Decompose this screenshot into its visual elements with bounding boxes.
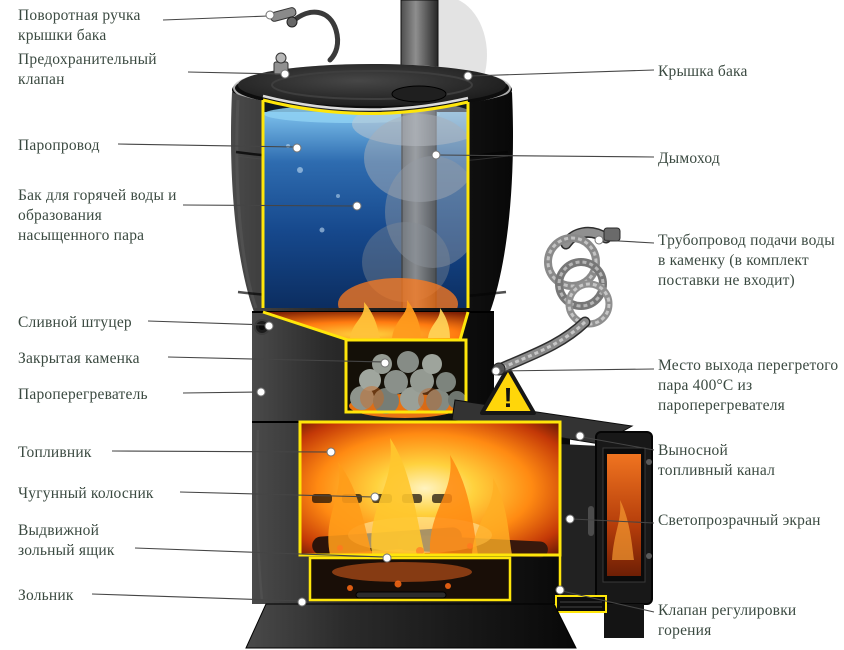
- label-text: Предохранительный клапан: [18, 51, 157, 88]
- label-text: Место выхода перегретого пара 400°С из п…: [658, 357, 839, 414]
- leader-line: [463, 69, 655, 81]
- label-text: Бак для горячей воды и образования насыщ…: [18, 187, 177, 244]
- label-text: Зольник: [18, 587, 74, 604]
- label-lid-rotary-handle: Поворотная ручка крышки бака: [18, 6, 178, 46]
- label-steam-superheater: Пароперегреватель: [18, 385, 198, 405]
- label-text: Клапан регулировки горения: [658, 602, 797, 639]
- lid-rotary-handle: [269, 7, 341, 63]
- label-text: Топливник: [18, 444, 92, 461]
- label-drain-fitting: Сливной штуцер: [18, 313, 168, 333]
- label-text: Выносной топливный канал: [658, 442, 776, 479]
- leader-line: [431, 150, 655, 160]
- label-water-supply-pipe: Трубопровод подачи воды в каменку (в ком…: [658, 231, 836, 290]
- label-closed-stone-chamber: Закрытая каменка: [18, 349, 193, 369]
- leader-line: [182, 201, 362, 211]
- funnel-fire: [262, 300, 470, 342]
- label-text: Дымоход: [658, 150, 720, 167]
- leader-line: [117, 143, 302, 153]
- label-text: Закрытая каменка: [18, 350, 140, 367]
- base-skirt: [245, 603, 577, 649]
- label-superheated-steam-outlet: Место выхода перегретого пара 400°С из п…: [658, 356, 843, 415]
- firebox-cutaway: [298, 420, 562, 558]
- tank-cutaway-water: [263, 100, 468, 308]
- label-external-fuel-channel: Выносной топливный канал: [658, 441, 803, 481]
- water-supply-hose: [492, 226, 621, 376]
- label-safety-valve: Предохранительный клапан: [18, 50, 203, 90]
- label-text: Светопрозрачный экран: [658, 512, 821, 529]
- leader-line: [134, 547, 392, 563]
- label-text: Крышка бака: [658, 63, 748, 80]
- label-text: Паропровод: [18, 137, 100, 154]
- warning-triangle-icon: !: [480, 366, 536, 415]
- label-steam-pipe: Паропровод: [18, 136, 158, 156]
- label-firebox: Топливник: [18, 443, 138, 463]
- label-translucent-screen: Светопрозрачный экран: [658, 511, 823, 531]
- leader-line: [182, 387, 266, 397]
- leader-line: [575, 431, 655, 451]
- warning-exclamation: !: [503, 382, 512, 413]
- label-text: Чугунный колосник: [18, 485, 154, 502]
- leader-line: [91, 593, 307, 607]
- label-chimney: Дымоход: [658, 149, 828, 169]
- leader-line: [147, 320, 274, 331]
- label-cast-iron-grate: Чугунный колосник: [18, 484, 198, 504]
- label-hot-water-tank: Бак для горячей воды и образования насыщ…: [18, 186, 193, 245]
- leader-lines: [91, 10, 655, 613]
- leader-line: [162, 10, 275, 21]
- leader-line: [555, 585, 655, 613]
- label-text: Выдвижной зольный ящик: [18, 522, 115, 559]
- leader-line: [491, 366, 655, 376]
- stone-chamber: [344, 338, 468, 418]
- leader-line: [565, 514, 655, 524]
- label-text: Сливной штуцер: [18, 314, 132, 331]
- stove-door: [588, 431, 653, 638]
- tank-cutaway-edges: [261, 94, 470, 308]
- label-text: Поворотная ручка крышки бака: [18, 7, 141, 44]
- label-tank-lid: Крышка бака: [658, 62, 828, 82]
- tank-lid: [232, 64, 512, 115]
- leader-line: [167, 356, 390, 368]
- ash-drawer: [308, 556, 512, 602]
- combustion-valve-vent: [555, 595, 607, 613]
- leader-line: [111, 447, 336, 457]
- label-text: Пароперегреватель: [18, 386, 148, 403]
- leader-line: [179, 491, 380, 502]
- label-combustion-control-valve: Клапан регулировки горения: [658, 601, 828, 641]
- label-ash-pan: Зольник: [18, 586, 128, 606]
- label-ash-drawer: Выдвижной зольный ящик: [18, 521, 153, 561]
- label-text: Трубопровод подачи воды в каменку (в ком…: [658, 232, 835, 289]
- leader-line: [594, 235, 655, 245]
- leader-line: [187, 69, 290, 79]
